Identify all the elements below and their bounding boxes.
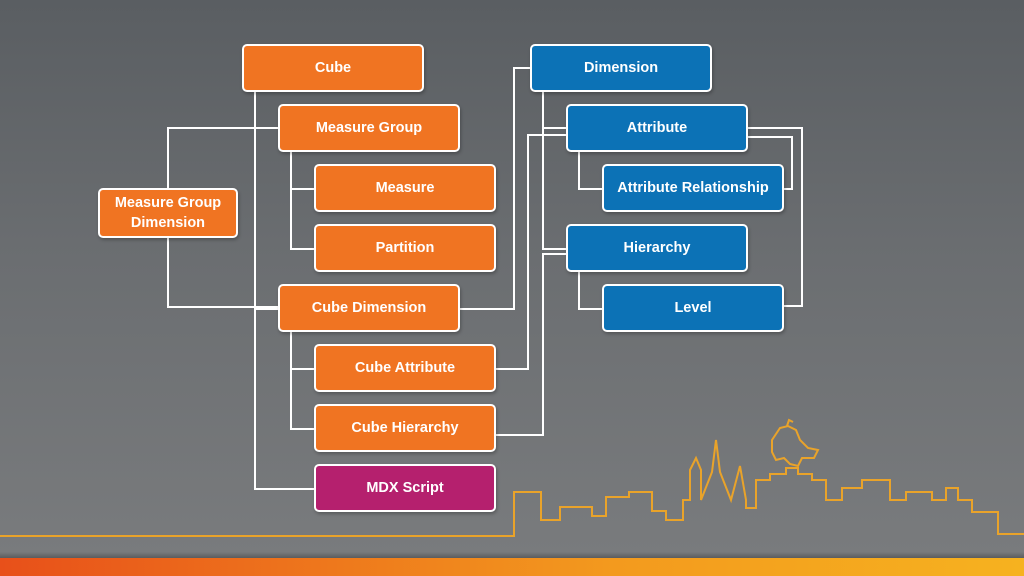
node-cube-label: Cube — [314, 60, 352, 76]
node-cube-dimension-label: Cube Dimension — [311, 300, 427, 316]
connector-attribute-relationship — [578, 152, 603, 190]
connector-mgd-cube-dimension — [167, 236, 280, 308]
connector-hierarchy-level — [578, 272, 603, 310]
node-hierarchy[interactable]: Hierarchy — [566, 224, 748, 272]
node-partition-label: Partition — [375, 240, 435, 256]
node-cube-attribute[interactable]: Cube Attribute — [314, 344, 496, 392]
node-measure-label: Measure — [375, 180, 435, 196]
connector-cube-trunk — [254, 92, 316, 490]
node-cube-dimension[interactable]: Cube Dimension — [278, 284, 460, 332]
footer-shadow — [0, 552, 1024, 558]
connector-cube-attribute-attribute — [494, 134, 568, 370]
node-partition[interactable]: Partition — [314, 224, 496, 272]
node-mdx-script[interactable]: MDX Script — [314, 464, 496, 512]
node-level-label: Level — [674, 300, 712, 316]
node-cube-hierarchy-label: Cube Hierarchy — [351, 420, 459, 436]
node-cube-hierarchy[interactable]: Cube Hierarchy — [314, 404, 496, 452]
node-measure-group-dimension-label: Measure Group Dimension — [114, 195, 222, 231]
connector-cube-hierarchy-hierarchy — [494, 253, 568, 436]
node-cube[interactable]: Cube — [242, 44, 424, 92]
node-dimension[interactable]: Dimension — [530, 44, 712, 92]
node-measure-group-label: Measure Group — [315, 120, 423, 136]
connector-measure-group-trunk — [290, 152, 316, 250]
node-level[interactable]: Level — [602, 284, 784, 332]
node-dimension-label: Dimension — [583, 60, 659, 76]
connector-dimension-trunk — [542, 92, 568, 250]
footer-bar — [0, 558, 1024, 576]
node-hierarchy-label: Hierarchy — [623, 240, 691, 256]
node-mdx-script-label: MDX Script — [366, 480, 444, 496]
connector-cube-dimension-trunk — [290, 332, 316, 430]
node-measure-group[interactable]: Measure Group — [278, 104, 460, 152]
node-attribute[interactable]: Attribute — [566, 104, 748, 152]
node-attribute-relationship[interactable]: Attribute Relationship — [602, 164, 784, 212]
connector-attribute-relationship-return — [746, 136, 793, 190]
connector-cube-dimension-dimension — [458, 67, 532, 310]
connector-mgd-measure-group — [167, 127, 280, 189]
node-measure-group-dimension[interactable]: Measure Group Dimension — [98, 188, 238, 238]
connector-attribute-level-return — [746, 127, 803, 307]
node-attribute-relationship-label: Attribute Relationship — [617, 180, 769, 196]
node-measure[interactable]: Measure — [314, 164, 496, 212]
node-cube-attribute-label: Cube Attribute — [354, 360, 456, 376]
node-attribute-label: Attribute — [626, 120, 688, 136]
